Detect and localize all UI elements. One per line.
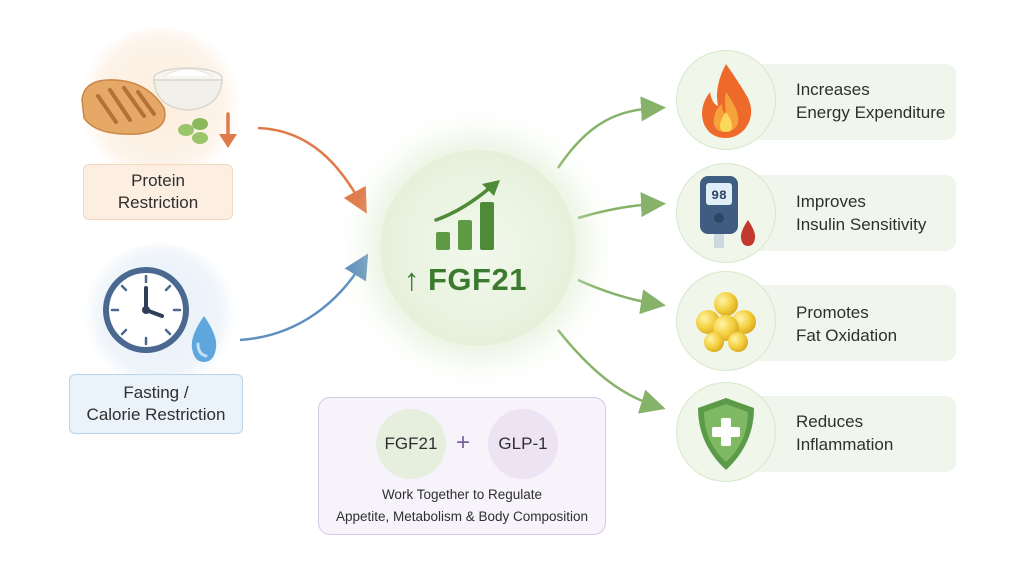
- arrow-fasting-to-fgf21: [239, 253, 369, 342]
- rising-bar-chart-icon: [434, 180, 500, 250]
- outcome-insulin-line1: Improves: [796, 192, 866, 211]
- protein-restriction-label: Protein Restriction: [83, 164, 233, 220]
- arrow-protein-to-fgf21: [257, 126, 367, 214]
- combo-glp1-pill: GLP-1: [488, 409, 558, 479]
- clock-water-drop-icon: [103, 267, 217, 362]
- outcome-energy-card: [742, 64, 956, 140]
- arrow-fgf21-to-inflammation: [557, 329, 666, 414]
- combo-caption-line1: Work Together to Regulate: [381, 487, 543, 502]
- plus-icon: +: [456, 429, 471, 456]
- fasting-label-line1: Fasting /: [123, 383, 189, 402]
- fgf21-hub: [380, 150, 576, 346]
- outcome-inflammation-text: Reduces Inflammation: [796, 410, 956, 456]
- protein-restriction-line2: Restriction: [117, 193, 199, 212]
- glucose-meter-icon: 98: [700, 176, 756, 248]
- fasting-label-line2: Calorie Restriction: [86, 405, 226, 424]
- outcome-fat-card: [742, 285, 956, 361]
- arrow-fgf21-to-insulin: [577, 192, 666, 220]
- shield-plus-icon: [698, 398, 754, 470]
- outcome-inflammation-line1: Reduces: [796, 412, 864, 431]
- outcome-energy-text: Increases Energy Expenditure: [796, 78, 956, 124]
- outcome-inflammation-card: [742, 396, 956, 472]
- arrow-fgf21-to-energy: [556, 96, 666, 169]
- outcome-insulin-card: [742, 175, 956, 251]
- flame-icon: [702, 64, 752, 138]
- outcome-energy-line1: Increases: [796, 80, 870, 99]
- fasting-calorie-restriction-label: Fasting / Calorie Restriction: [69, 374, 243, 434]
- arrow-fgf21-to-fat: [577, 278, 666, 315]
- outcome-insulin-text: Improves Insulin Sensitivity: [796, 190, 956, 236]
- outcome-insulin-line2: Insulin Sensitivity: [796, 215, 927, 234]
- fgf21-glp1-combo-box: [318, 397, 606, 535]
- fat-droplets-icon: [696, 292, 756, 352]
- up-arrow-icon: ↑: [404, 262, 420, 297]
- combo-caption-line2: Appetite, Metabolism & Body Composition: [335, 509, 589, 524]
- outcome-fat-line1: Promotes: [796, 303, 869, 322]
- outcome-fat-line2: Fat Oxidation: [796, 326, 898, 345]
- outcome-energy-line2: Energy Expenditure: [796, 103, 946, 122]
- protein-restriction-line1: Protein: [131, 171, 185, 190]
- fgf21-label: FGF21: [428, 262, 527, 297]
- glucose-meter-reading: 98: [711, 188, 727, 203]
- outcome-fat-text: Promotes Fat Oxidation: [796, 301, 956, 347]
- combo-fgf21-pill: FGF21: [376, 409, 446, 479]
- fgf21-hub-title: ↑ FGF21: [404, 262, 554, 298]
- chicken-yogurt-icon: [81, 67, 237, 148]
- outcome-inflammation-line2: Inflammation: [796, 435, 894, 454]
